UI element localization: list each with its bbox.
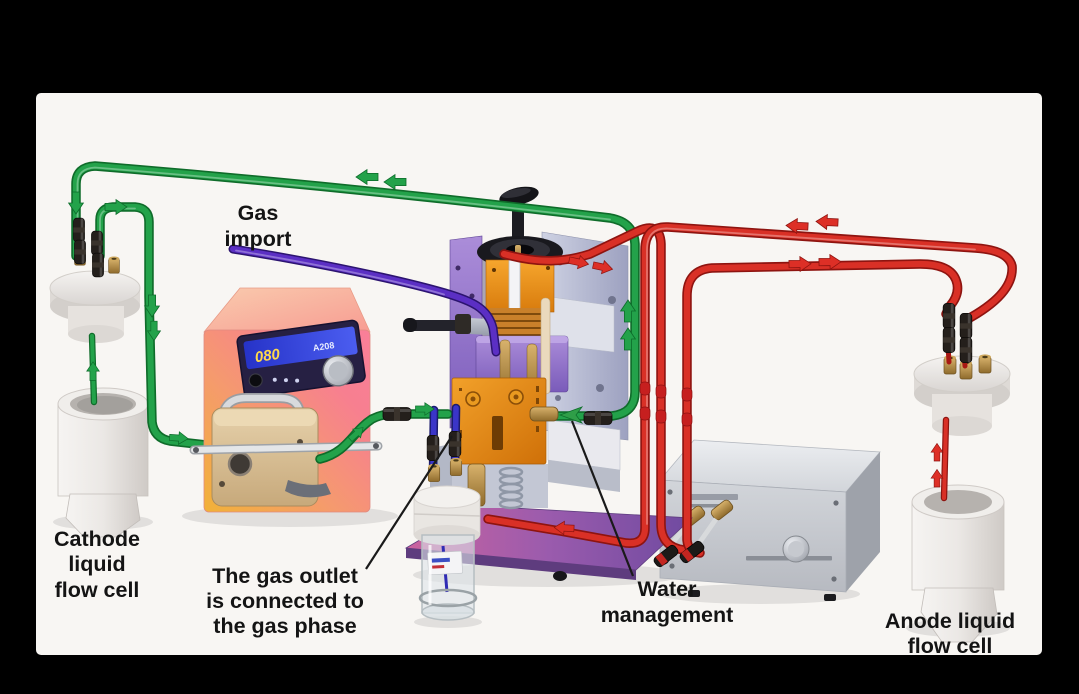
gas-import-tube: [230, 246, 499, 355]
water-connector-leaf: [558, 406, 584, 424]
electrolysis-cell: [403, 186, 693, 581]
pointer-line-water-management: [570, 420, 635, 577]
vial-glass-ring: [418, 588, 478, 608]
anode-cup-hex-base: [920, 587, 998, 643]
labels: Gas import Cathode liquid flow cell The …: [54, 201, 1015, 658]
cell-spring: [498, 466, 524, 510]
anode-flow-cell-cup: [911, 484, 1005, 643]
pump-display: [243, 326, 358, 370]
anolyte-tubing: [483, 222, 1017, 558]
label-gas-outlet-line3: the gas phase: [213, 614, 356, 638]
cell-clamp-handle[interactable]: [408, 320, 460, 331]
cathode-flow-cell-cup: [57, 387, 149, 538]
vial-port: [427, 463, 441, 483]
label-anode-cell-line2: flow cell: [908, 634, 993, 658]
label-cathode-cell-line3: flow cell: [55, 578, 140, 602]
label-gas-import-line1: Gas: [238, 201, 279, 225]
label-gas-outlet-line1: The gas outlet: [212, 564, 358, 588]
anode-cap-port: [978, 353, 992, 374]
label-water-management-line2: management: [601, 603, 734, 627]
pump-power-button[interactable]: [248, 373, 263, 388]
cathode-cell-cap: [49, 248, 141, 343]
vial-label-sticker: [427, 550, 463, 576]
banana-plugs: [653, 540, 705, 568]
label-gas-import-line2: import: [225, 227, 292, 251]
gas-collection-vial: [413, 457, 481, 621]
pump-head-lever[interactable]: [285, 480, 331, 498]
pump-display-value: 080: [254, 346, 282, 366]
tube-fittings: [73, 217, 973, 568]
label-cathode-cell-line1: Cathode: [54, 527, 140, 551]
pointer-lines: [365, 420, 635, 577]
label-water-management-line1: Water: [638, 577, 698, 601]
pump-panel-text: A208: [312, 340, 335, 353]
box-screws: [667, 489, 839, 582]
catholyte-tubing: [71, 161, 640, 464]
label-gas-outlet-line2: is connected to: [206, 589, 364, 613]
cell-water-port: [529, 406, 559, 422]
pump-head-rotor: [227, 451, 253, 477]
vial-port: [449, 457, 463, 477]
tube-ferrules: [639, 381, 693, 427]
label-cathode-cell-line2: liquid: [68, 552, 125, 576]
label-anode-cell-line1: Anode liquid: [885, 609, 1015, 633]
peristaltic-pump: 080 A208: [189, 287, 383, 513]
pump-control-panel: 080 A208: [236, 319, 366, 399]
cathode-cup-hex-base: [65, 493, 141, 538]
pointer-line-gas-outlet: [365, 435, 453, 570]
cathode-cap-port: [108, 256, 120, 274]
